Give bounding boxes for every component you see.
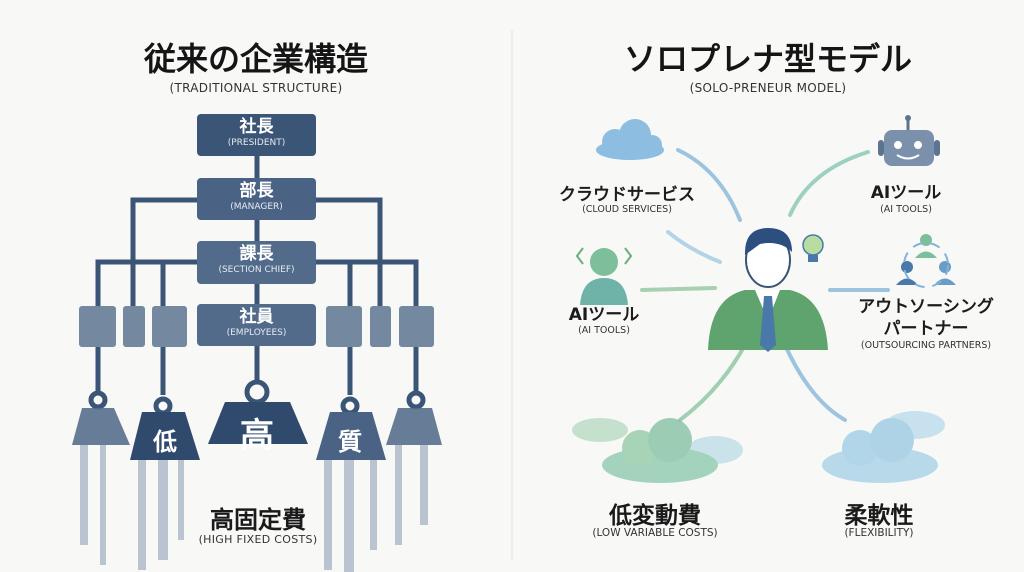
org-box-president: 社長 (PRESIDENT) xyxy=(197,114,316,156)
ai-person-icon xyxy=(575,247,633,305)
high-fixed-costs-label: 高固定費 xyxy=(210,506,306,534)
weight-low: 低 xyxy=(153,428,177,456)
right-subtitle: (SOLO-PRENEUR MODEL) xyxy=(689,81,847,95)
low-variable-costs-sublabel: (LOW VARIABLE COSTS) xyxy=(592,527,718,539)
flexibility-cloud-icon xyxy=(822,411,945,483)
right-title: ソロプレナ型モデル xyxy=(623,40,913,78)
flexibility-label: 柔軟性 xyxy=(844,503,914,529)
ai-tools-robot-sublabel: (AI TOOLS) xyxy=(880,204,932,215)
weight-high: 高 xyxy=(240,416,274,456)
flow-arrows xyxy=(640,148,890,422)
section-chief-label: 課長 xyxy=(239,244,274,264)
cloud-services-label: クラウドサービス xyxy=(559,185,695,205)
lightbulb-icon xyxy=(802,234,824,262)
outsourcing-label-1: アウトソーシング xyxy=(858,297,994,317)
employees-label: 社員 xyxy=(239,307,274,327)
manager-sublabel: (MANAGER) xyxy=(230,202,283,212)
left-subtitle: (TRADITIONAL STRUCTURE) xyxy=(169,81,343,95)
manager-label: 部長 xyxy=(239,181,274,201)
employee-boxes xyxy=(79,306,434,347)
low-variable-costs-label: 低変動費 xyxy=(609,503,701,529)
president-label: 社長 xyxy=(239,117,274,137)
team-icon xyxy=(896,234,956,288)
robot-icon xyxy=(878,115,940,166)
employees-sublabel: (EMPLOYEES) xyxy=(226,328,287,338)
org-box-section-chief: 課長 (SECTION CHIEF) xyxy=(197,241,316,284)
president-sublabel: (PRESIDENT) xyxy=(227,138,286,148)
ai-tools-person-sublabel: (AI TOOLS) xyxy=(578,325,630,336)
org-box-employees: 社員 (EMPLOYEES) xyxy=(197,304,316,346)
section-chief-sublabel: (SECTION CHIEF) xyxy=(218,265,295,275)
flexibility-sublabel: (FLEXIBILITY) xyxy=(844,527,914,539)
high-fixed-costs-sublabel: (HIGH FIXED COSTS) xyxy=(198,533,318,546)
org-box-manager: 部長 (MANAGER) xyxy=(197,178,316,220)
cloud-services-icon xyxy=(596,119,664,160)
cloud-services-sublabel: (CLOUD SERVICES) xyxy=(582,204,672,215)
ai-tools-person-label: AIツール xyxy=(568,305,640,325)
weight-quality: 質 xyxy=(338,428,362,456)
solopreneur-icon xyxy=(708,228,828,352)
ai-tools-robot-label: AIツール xyxy=(870,183,942,203)
left-title: 従来の企業構造 xyxy=(143,40,369,78)
outsourcing-sublabel: (OUTSOURCING PARTNERS) xyxy=(860,340,992,351)
outsourcing-label-2: パートナー xyxy=(883,319,969,339)
low-cost-cloud-icon xyxy=(572,418,743,483)
weights xyxy=(72,379,442,572)
